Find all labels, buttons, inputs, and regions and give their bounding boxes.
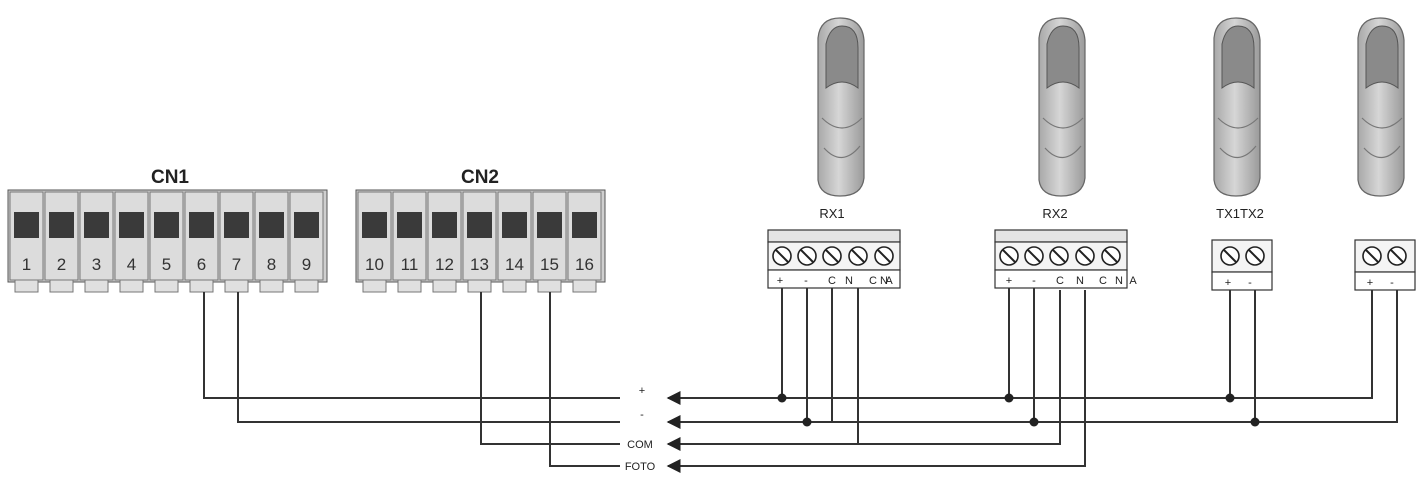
cn1-terminal-foot-6 (189, 279, 214, 293)
rx2-pin-7: A (1129, 275, 1137, 287)
rx1-pin-6: N (880, 275, 888, 287)
cn1-terminal-number-6: 6 (197, 255, 206, 274)
rx1-pin-2: - (804, 275, 808, 287)
cn1-terminal-foot-4 (119, 279, 144, 293)
cn1-terminal-number-8: 8 (267, 255, 276, 274)
cn2-terminal-foot-11 (397, 279, 422, 293)
cn2-terminal-number-11: 11 (401, 255, 419, 274)
cn1-terminal-number-1: 1 (22, 255, 31, 274)
wire-foto-cn2 (549, 292, 620, 467)
wire-plus-cn1 (203, 292, 620, 399)
bus-label-minus: - (640, 409, 644, 421)
sensor-tx2 (1357, 17, 1405, 197)
bus-minus (666, 290, 1398, 429)
tx2-terminal-block: + - (1354, 239, 1416, 291)
cn1-terminal-number-2: 2 (57, 255, 66, 274)
cn2-terminal-foot-14 (502, 279, 527, 293)
cn1-terminal-window-3 (84, 212, 109, 238)
cn1-terminal-number-9: 9 (302, 255, 311, 274)
rx2-pin-3: C (1056, 275, 1064, 287)
cn1-terminal-foot-1 (14, 279, 39, 293)
cn1-terminal-window-9 (294, 212, 319, 238)
cn2-terminal-window-14 (502, 212, 527, 238)
cn1-label: CN1 (151, 167, 189, 188)
rx1-pin-3: C (828, 275, 836, 287)
rx2-pin-2: - (1032, 275, 1036, 287)
cn1-terminal-foot-8 (259, 279, 284, 293)
cn2-label: CN2 (461, 167, 499, 188)
wire-com-cn2 (480, 292, 620, 445)
rx2-pin-4: N (1076, 275, 1084, 287)
cn2-terminal-foot-15 (537, 279, 562, 293)
cn2-terminal-number-15: 15 (540, 255, 559, 274)
cn1-terminal-window-2 (49, 212, 74, 238)
rx1-pin-1: + (777, 275, 783, 287)
cn1-terminal-window-8 (259, 212, 284, 238)
tx-label: TX1TX2 (1216, 206, 1264, 221)
cn2-terminal-foot-13 (467, 279, 492, 293)
tx1-pin-1: + (1225, 277, 1231, 289)
cn2-terminal-window-15 (537, 212, 562, 238)
rx2-label: RX2 (1042, 206, 1067, 221)
cn2-terminal-foot-16 (572, 279, 597, 293)
sensor-tx1 (1213, 17, 1261, 197)
rx1-terminal-block: + - C N C N A (767, 229, 901, 289)
cn2-terminal-window-10 (362, 212, 387, 238)
rx1-label: RX1 (819, 206, 844, 221)
cn1-terminal-number-3: 3 (92, 255, 101, 274)
cn2-terminal-window-16 (572, 212, 597, 238)
cn2-terminal-number-16: 16 (575, 255, 594, 274)
tx2-pin-2: - (1390, 277, 1394, 289)
tx2-pin-1: + (1367, 277, 1373, 289)
wiring (203, 288, 1398, 473)
tx1-pin-2: - (1248, 277, 1252, 289)
cn1-terminal-window-6 (189, 212, 214, 238)
rx1-pin-7: A (885, 275, 893, 287)
cn2-terminal-window-13 (467, 212, 492, 238)
cn2-terminal-window-11 (397, 212, 422, 238)
cn1-terminal-foot-3 (84, 279, 109, 293)
cn1-terminal-foot-2 (49, 279, 74, 293)
bus-plus (666, 290, 1373, 405)
rx2-pin-5: C (1099, 275, 1107, 287)
cn1-terminal-foot-7 (224, 279, 249, 293)
bus-label-foto: FOTO (625, 461, 656, 473)
cn1-terminal-window-4 (119, 212, 144, 238)
cn2-terminal-number-12: 12 (435, 255, 454, 274)
cn1-terminal-window-7 (224, 212, 249, 238)
sensor-rx2 (1038, 17, 1086, 197)
cn2-terminal-number-10: 10 (365, 255, 384, 274)
cn2-terminal-window-12 (432, 212, 457, 238)
cn2-terminal-foot-10 (362, 279, 387, 293)
cn2-terminal-number-13: 13 (470, 255, 489, 274)
rx1-pin-4: N (845, 275, 853, 287)
bus-foto (666, 290, 1086, 473)
cn1-terminal-number-7: 7 (232, 255, 241, 274)
cn2-terminal-number-14: 14 (505, 255, 524, 274)
cn1-terminal-window-1 (14, 212, 39, 238)
bus-label-com: COM (627, 439, 653, 451)
bus-com (666, 290, 1061, 451)
wire-minus-cn1 (237, 292, 620, 423)
rx2-terminal-block: + - C N C N A (994, 229, 1137, 289)
cn1-terminal-number-4: 4 (127, 255, 136, 274)
bus-label-plus: + (639, 385, 645, 397)
cn1-terminal-number-5: 5 (162, 255, 171, 274)
rx2-pin-1: + (1006, 275, 1012, 287)
cn1-connector: CN1 1 2 3 4 5 6 7 8 9 (7, 167, 328, 293)
cn1-terminal-window-5 (154, 212, 179, 238)
tx1-terminal-block: + - (1211, 239, 1273, 291)
cn1-terminal-foot-5 (154, 279, 179, 293)
cn2-terminal-foot-12 (432, 279, 457, 293)
cn2-connector: CN2 10 11 12 13 14 15 16 (355, 167, 606, 293)
cn1-terminal-foot-9 (294, 279, 319, 293)
sensor-rx1 (817, 17, 865, 197)
rx2-pin-6: N (1115, 275, 1123, 287)
rx1-pin-5: C (869, 275, 877, 287)
